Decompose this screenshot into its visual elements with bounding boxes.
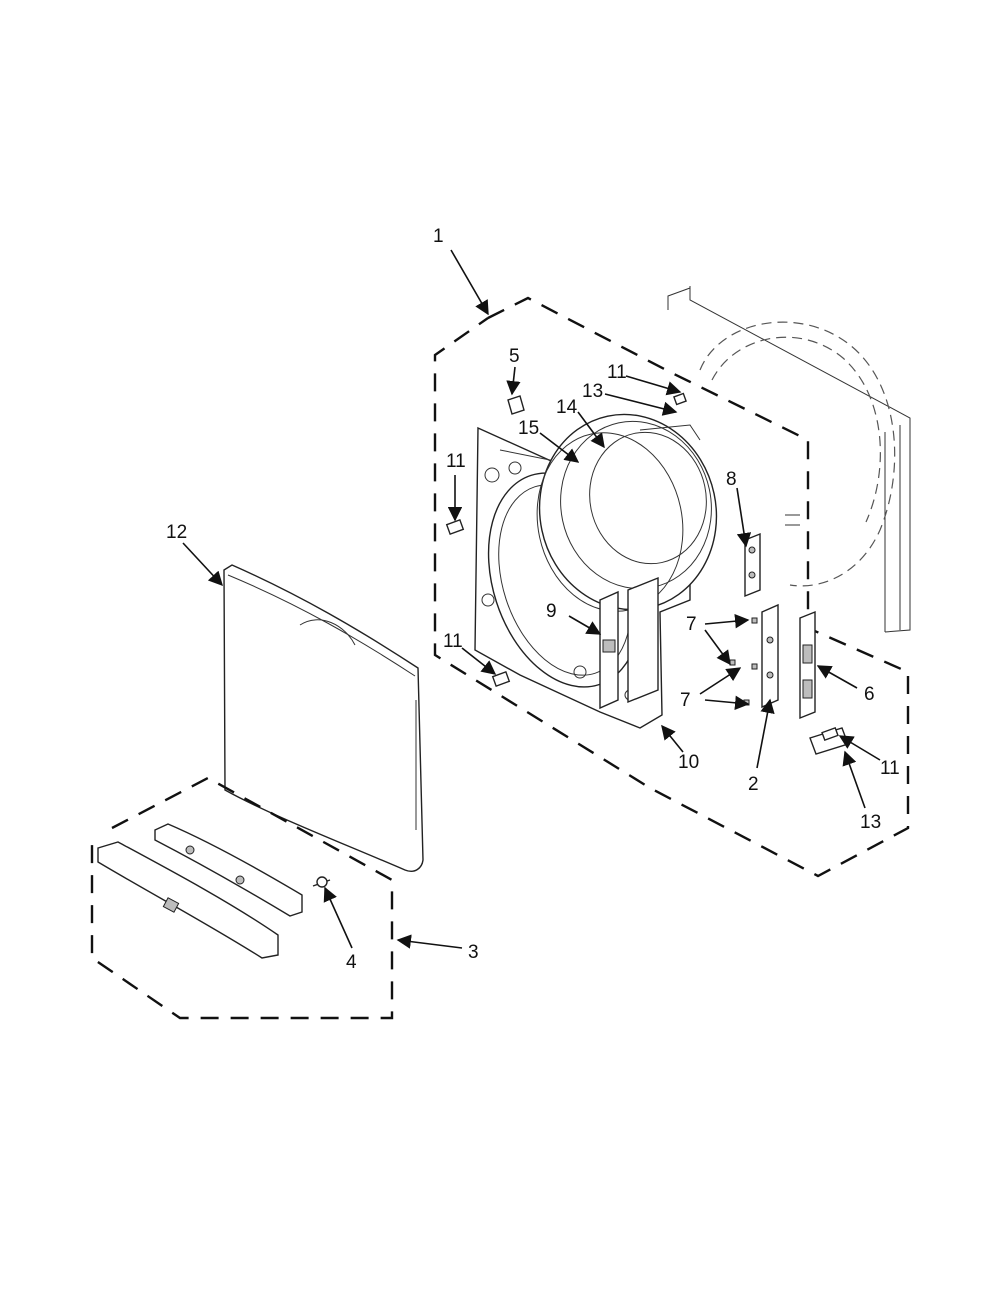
callout-15: 15	[518, 418, 539, 439]
callout-8: 8	[726, 469, 737, 490]
callout-1: 1	[433, 226, 444, 247]
callout-13-bottom: 13	[860, 812, 881, 833]
callout-12: 12	[166, 522, 187, 543]
assembly-3-outline	[90, 776, 394, 1020]
hinge-6	[799, 610, 816, 720]
door-handle	[97, 823, 303, 959]
callout-11-top: 11	[607, 362, 627, 383]
hinge-2	[761, 603, 779, 709]
callout-5: 5	[509, 346, 520, 367]
leader-lines	[182, 249, 881, 949]
hinge-8	[744, 532, 761, 598]
assembly-1-outline	[433, 296, 910, 878]
latch-bracket	[599, 576, 659, 710]
callout-14: 14	[556, 397, 578, 418]
callout-7-upper: 7	[686, 614, 697, 635]
screw-4	[312, 876, 331, 888]
callout-3: 3	[468, 942, 479, 963]
cabinet-rear-panel	[667, 286, 911, 633]
callout-11-lower: 11	[443, 631, 463, 652]
callout-13-top: 13	[582, 381, 603, 402]
callout-11-right: 11	[880, 758, 900, 779]
callout-7-lower: 7	[680, 690, 691, 711]
hardware	[445, 392, 839, 742]
callout-11-left: 11	[446, 451, 466, 472]
callout-labels: 1 2 3 4 5 6 7 7 8 9 10 11 11 11 11 12 13…	[166, 226, 900, 973]
callout-9: 9	[546, 601, 557, 622]
callout-4: 4	[346, 952, 357, 973]
callout-2: 2	[748, 774, 759, 795]
callout-6: 6	[864, 684, 875, 705]
door-panel	[223, 564, 424, 872]
callout-10: 10	[678, 752, 699, 773]
